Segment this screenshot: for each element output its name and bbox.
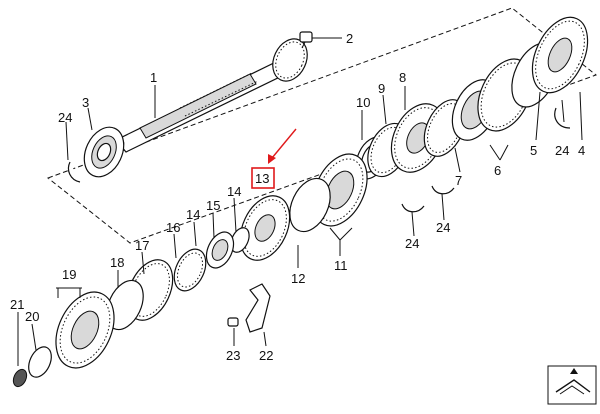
callout-leaders <box>17 37 583 366</box>
gear-13 <box>239 195 291 261</box>
ring-14 <box>230 227 250 253</box>
nut-21 <box>12 368 28 388</box>
needle-bearing-16 <box>173 248 207 292</box>
highlight-arrow <box>268 128 297 164</box>
synchro-11 <box>289 153 368 233</box>
ring-18 <box>106 279 144 331</box>
callout-19: 19 <box>62 267 76 282</box>
callout-5: 5 <box>530 143 537 158</box>
hub-19 <box>55 291 115 369</box>
callout-24-mid-a: 24 <box>405 236 419 251</box>
callout-1: 1 <box>150 70 157 85</box>
fold-arrow-icon <box>547 365 597 405</box>
bolt <box>299 31 313 49</box>
bearing-left <box>83 126 125 178</box>
callout-16: 16 <box>166 220 180 235</box>
callout-21: 21 <box>10 297 24 312</box>
callout-2: 2 <box>346 31 353 46</box>
callout-13: 13 <box>255 171 269 186</box>
callout-10: 10 <box>356 95 370 110</box>
callout-9: 9 <box>378 81 385 96</box>
washer-20 <box>28 346 52 378</box>
callout-4: 4 <box>578 143 585 158</box>
callout-24-right: 24 <box>555 143 569 158</box>
callout-11: 11 <box>334 258 348 273</box>
callout-18: 18 <box>110 255 124 270</box>
callout-20: 20 <box>25 309 39 324</box>
circlip-left <box>67 161 81 183</box>
bracket-22 <box>245 283 271 333</box>
callout-6: 6 <box>494 163 501 178</box>
callout-17: 17 <box>135 238 149 253</box>
circlip-right <box>554 107 571 129</box>
clip-24-b <box>431 185 455 195</box>
callout-15: 15 <box>206 198 220 213</box>
callout-7: 7 <box>455 173 462 188</box>
callout-12: 12 <box>291 271 305 286</box>
callout-22: 22 <box>259 348 273 363</box>
clip-24-a <box>401 203 425 213</box>
callout-23: 23 <box>226 348 240 363</box>
callout-24-left: 24 <box>58 110 72 125</box>
callout-3: 3 <box>82 95 89 110</box>
gear-4 <box>531 16 589 94</box>
highlight-box <box>251 167 275 189</box>
synchro-assembly-6 <box>451 58 533 141</box>
callout-labels: 2 1 3 24 10 9 8 5 24 4 7 6 13 14 14 15 1… <box>10 31 585 363</box>
upper-assembly-boundary <box>46 7 598 244</box>
callout-24-mid-b: 24 <box>436 220 450 235</box>
bearing-15 <box>205 231 235 269</box>
callout-14-upper: 14 <box>227 184 241 199</box>
callout-14-lower: 14 <box>186 207 200 222</box>
screw-23 <box>227 317 239 327</box>
main-shaft <box>111 38 308 155</box>
callout-8: 8 <box>399 70 406 85</box>
